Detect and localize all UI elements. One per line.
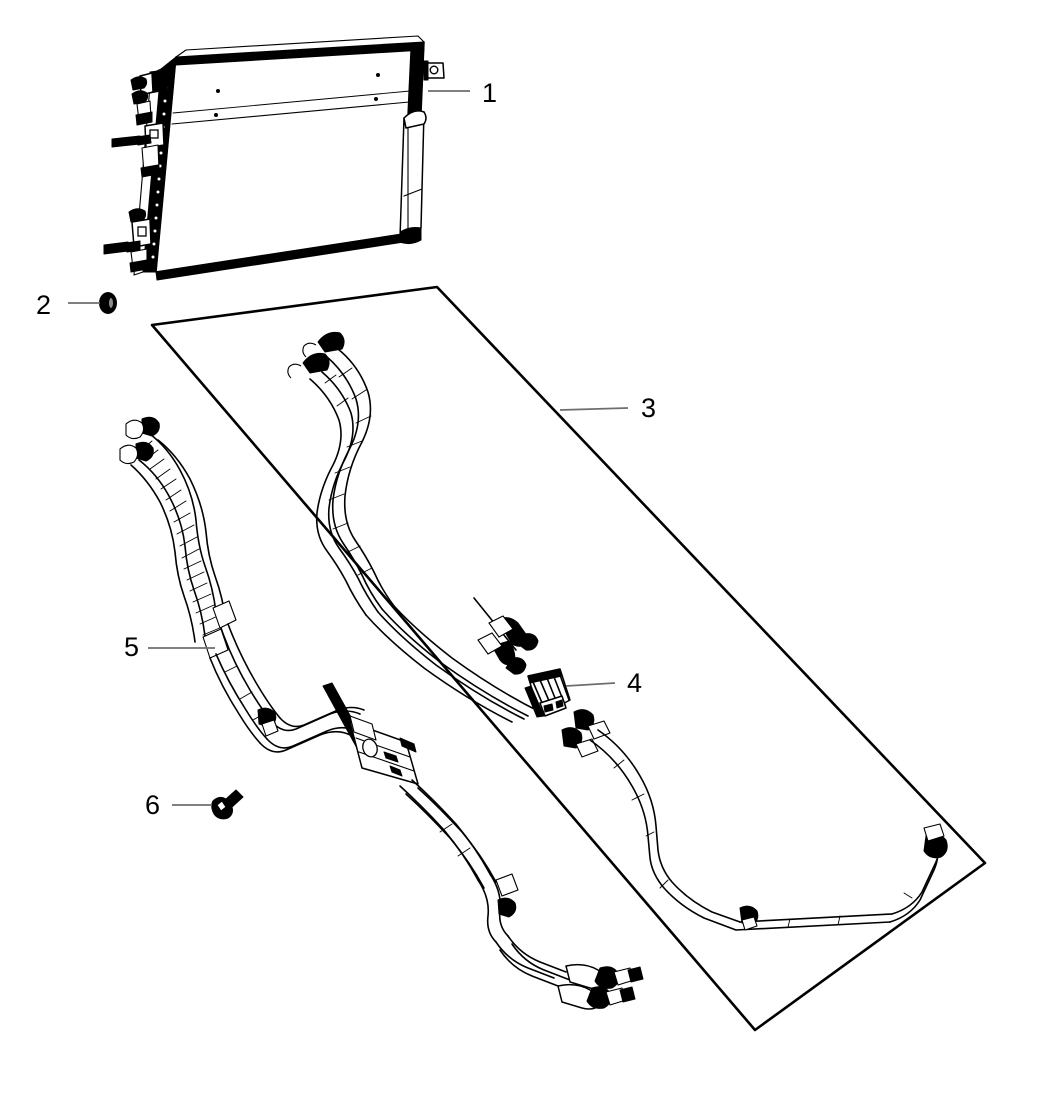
- callout-number-1: 1: [482, 78, 498, 108]
- callout-leader-lines: [68, 90, 629, 806]
- mounting-bolt-part: [211, 789, 244, 820]
- hose-junction-manifold: [349, 715, 419, 785]
- condenser-upper-bracket: [130, 69, 168, 126]
- callout-number-5: 5: [124, 632, 140, 662]
- condenser-middle-bracket: [111, 122, 165, 178]
- ac-hose-assembly-part: [119, 416, 644, 1010]
- cooler-line-quick-connect-fittings: [473, 597, 539, 675]
- callout-number-6: 6: [145, 790, 161, 820]
- hose-lower-fittings: [477, 873, 644, 1010]
- callout-number-3: 3: [641, 393, 657, 423]
- callout-number-2: 2: [36, 290, 52, 320]
- plug-grommet-part: [99, 292, 117, 314]
- line-bracket-clip-part: [524, 668, 571, 718]
- condenser-part: [103, 35, 445, 281]
- leader-3: [559, 407, 629, 411]
- callout-number-4: 4: [627, 668, 643, 698]
- leader-4: [565, 682, 616, 687]
- cooler-lines-phantom-outline: [150, 285, 987, 1032]
- condenser-lower-bracket: [103, 208, 152, 273]
- transmission-oil-cooler-lines-part: [287, 331, 948, 931]
